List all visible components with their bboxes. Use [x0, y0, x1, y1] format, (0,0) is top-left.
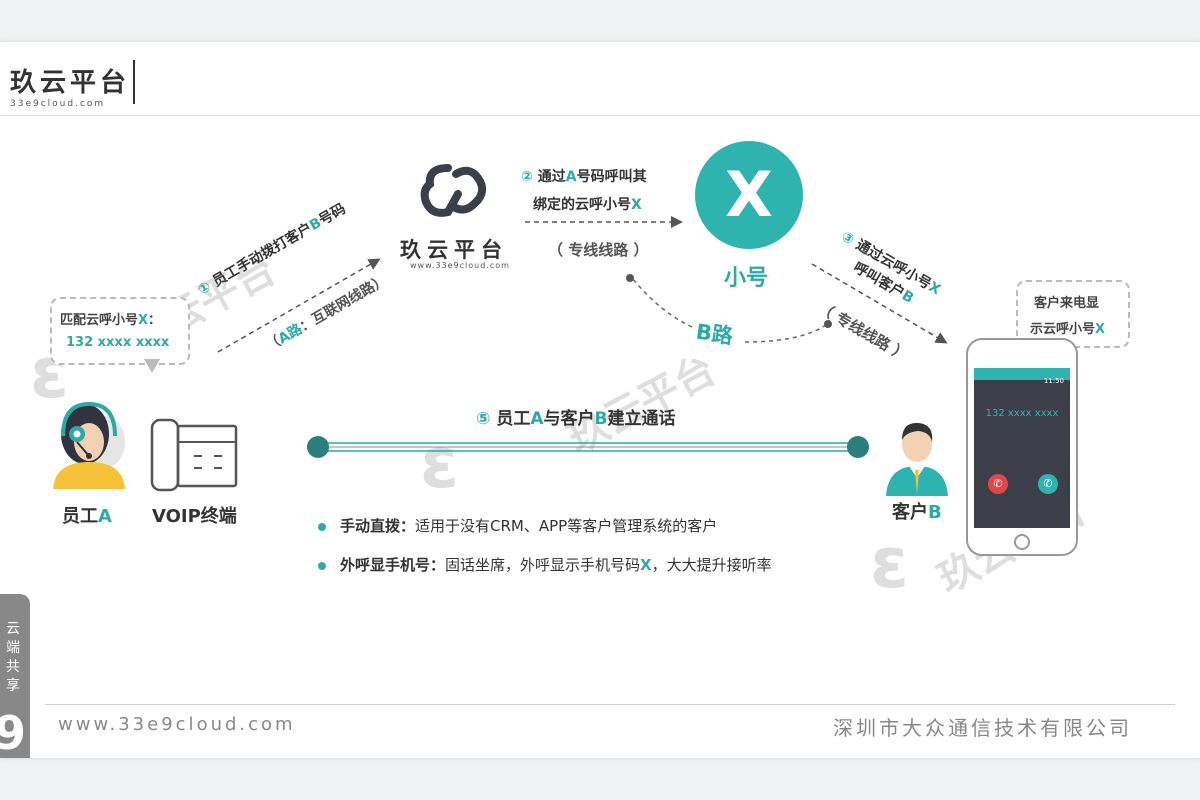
- employee-bubble-line1-a: 匹配云呼小号: [60, 313, 138, 328]
- phone-accept-icon: ✆: [1038, 474, 1058, 494]
- step5-b: A: [530, 409, 543, 429]
- bullet-dot: [318, 523, 326, 531]
- employee-label-a: 员工: [62, 506, 98, 527]
- step5-number: ⑤: [476, 409, 490, 429]
- customer-icon: [882, 414, 952, 496]
- step5-d: B: [595, 409, 608, 429]
- bullet-dot: [318, 562, 326, 570]
- customer-bubble-line2-b: X: [1095, 322, 1105, 337]
- step5-c: 与客户: [544, 409, 595, 429]
- employee-bubble-tail: [144, 359, 160, 373]
- voip-label: VOIP终端: [152, 502, 237, 528]
- bullet-text-b: X: [640, 556, 652, 574]
- phone-screen: 11:50 132 xxxx xxxx ✆ ✆: [974, 368, 1070, 528]
- side-tab-text: 云端共享: [6, 620, 24, 696]
- footer-url: www.33e9cloud.com: [58, 714, 296, 735]
- call-line-end: [847, 436, 869, 458]
- footer-divider: [45, 704, 1175, 705]
- xiaohao-letter: X: [725, 158, 773, 231]
- phone-time: 11:50: [1044, 377, 1064, 385]
- step2-line2-a: 绑定的云呼小号: [533, 197, 631, 213]
- employee-bubble-line1-b: X: [138, 313, 148, 328]
- employee-bubble-line2: 132 xxxx xxxx: [66, 335, 169, 350]
- b-route-curve-right: [745, 325, 826, 342]
- customer-bubble-line1: 客户来电显: [1034, 292, 1099, 311]
- step2-line1-b: A: [566, 169, 577, 185]
- employee-label: 员工A: [62, 502, 112, 528]
- employee-bubble: 匹配云呼小号X： 132 xxxx xxxx: [50, 297, 190, 365]
- center-logo-text: 玖云平台: [400, 234, 508, 264]
- b-route-label: B路: [694, 316, 735, 351]
- bullet-text-c: ，大大提升接听率: [652, 556, 772, 574]
- employee-bubble-line1-c: ：: [148, 313, 161, 328]
- customer-label: 客户B: [892, 498, 942, 524]
- step5-e: 建立通话: [607, 409, 675, 429]
- phone-status-bar: 11:50: [974, 368, 1070, 380]
- customer-bubble-line2: 示云呼小号X: [1030, 318, 1105, 337]
- step5-a: 员工: [496, 409, 530, 429]
- phone-decline-icon: ✆: [988, 474, 1008, 494]
- step2-text-line1: ② 通过A号码呼叫其: [521, 166, 647, 186]
- bullet-text-a: 固话坐席，外呼显示手机号码: [445, 556, 640, 574]
- step2-route: （ 专线线路 ）: [548, 239, 648, 260]
- footer-company: 深圳市大众通信技术有限公司: [833, 712, 1132, 741]
- bullet-list: 手动直拨：适用于没有CRM、APP等客户管理系统的客户 外呼显手机号：固话坐席，…: [318, 515, 772, 575]
- step2-line1-c: 号码呼叫其: [577, 169, 647, 185]
- bullet-item-show-mobile: 外呼显手机号：固话坐席，外呼显示手机号码X，大大提升接听率: [318, 554, 772, 575]
- side-tab: 云端共享 9: [0, 594, 30, 758]
- phone-number: 132 xxxx xxxx: [974, 408, 1070, 419]
- slide: 玖云平台 玖云平台 玖云平台 ε ε ε 玖云平台 33e9cloud.com: [0, 42, 1200, 758]
- bullet-item-manual-dial: 手动直拨：适用于没有CRM、APP等客户管理系统的客户: [318, 515, 772, 536]
- step2-line2-b: X: [631, 197, 642, 213]
- bullet-title: 外呼显手机号：: [340, 556, 445, 574]
- xiaohao-circle: X: [695, 141, 803, 249]
- step5-text: ⑤ 员工A与客户B建立通话: [476, 404, 675, 429]
- employee-bubble-line1: 匹配云呼小号X：: [60, 309, 161, 328]
- call-line-start: [307, 436, 329, 458]
- bullet-text: 适用于没有CRM、APP等客户管理系统的客户: [415, 517, 717, 535]
- step2-line1-a: 通过: [538, 169, 566, 185]
- employee-label-b: A: [98, 506, 112, 527]
- center-logo-sub: www.33e9cloud.com: [410, 261, 510, 270]
- step2-text-line2: 绑定的云呼小号X: [533, 194, 642, 214]
- b-route-curve-left: [632, 278, 692, 327]
- customer-label-a: 客户: [892, 502, 928, 523]
- employee-icon: [45, 394, 130, 489]
- cloud-logo-icon: [418, 160, 490, 222]
- step2-number: ②: [521, 169, 533, 185]
- bullet-title: 手动直拨：: [340, 517, 415, 535]
- customer-bubble-line2-a: 示云呼小号: [1030, 322, 1095, 337]
- phone-home-button: [1014, 534, 1030, 550]
- b-route-dot-left: [626, 274, 634, 282]
- side-tab-number: 9: [0, 706, 26, 758]
- xiaohao-label: 小号: [724, 260, 768, 292]
- smartphone: 11:50 132 xxxx xxxx ✆ ✆: [966, 338, 1078, 556]
- voip-phone-icon: [150, 418, 238, 493]
- customer-label-b: B: [928, 502, 942, 523]
